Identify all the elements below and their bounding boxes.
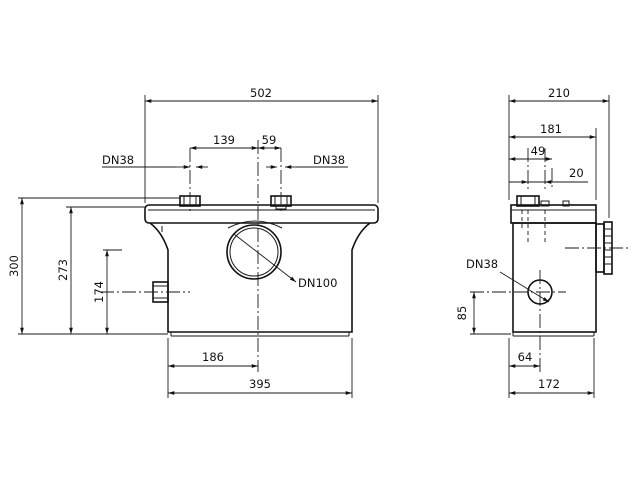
dim-label-64: 64 <box>518 350 533 364</box>
front-housing <box>144 204 379 337</box>
side-outlet-flange <box>565 221 630 275</box>
dim-label-210: 210 <box>548 86 570 100</box>
front-view: 502 139 59 DN38 DN38 300 273 174 DN100 1… <box>7 86 379 398</box>
label-dn100: DN100 <box>298 276 337 290</box>
dim-label-174: 174 <box>92 281 106 303</box>
dim-label-85: 85 <box>455 306 469 321</box>
side-inlet-circle <box>499 271 553 305</box>
dim-label-172: 172 <box>538 377 560 391</box>
label-dn38-right: DN38 <box>313 153 345 167</box>
dim-label-395: 395 <box>249 377 271 391</box>
dim-label-49: 49 <box>531 144 546 158</box>
dim-label-186: 186 <box>202 350 224 364</box>
dim-label-139: 139 <box>213 133 235 147</box>
side-view: 210 181 49 20 DN38 85 64 172 <box>455 86 630 398</box>
dim-label-273: 273 <box>56 259 70 281</box>
side-housing <box>510 204 597 337</box>
front-outlet-circle <box>226 220 297 283</box>
dim-label-59: 59 <box>262 133 277 147</box>
dim-label-502: 502 <box>250 86 272 100</box>
label-dn38-left: DN38 <box>102 153 134 167</box>
side-top-inlet <box>516 195 570 207</box>
label-dn38-side: DN38 <box>466 257 498 271</box>
dim-label-300: 300 <box>7 255 21 277</box>
dim-label-181: 181 <box>540 122 562 136</box>
dim-label-20: 20 <box>569 166 584 180</box>
